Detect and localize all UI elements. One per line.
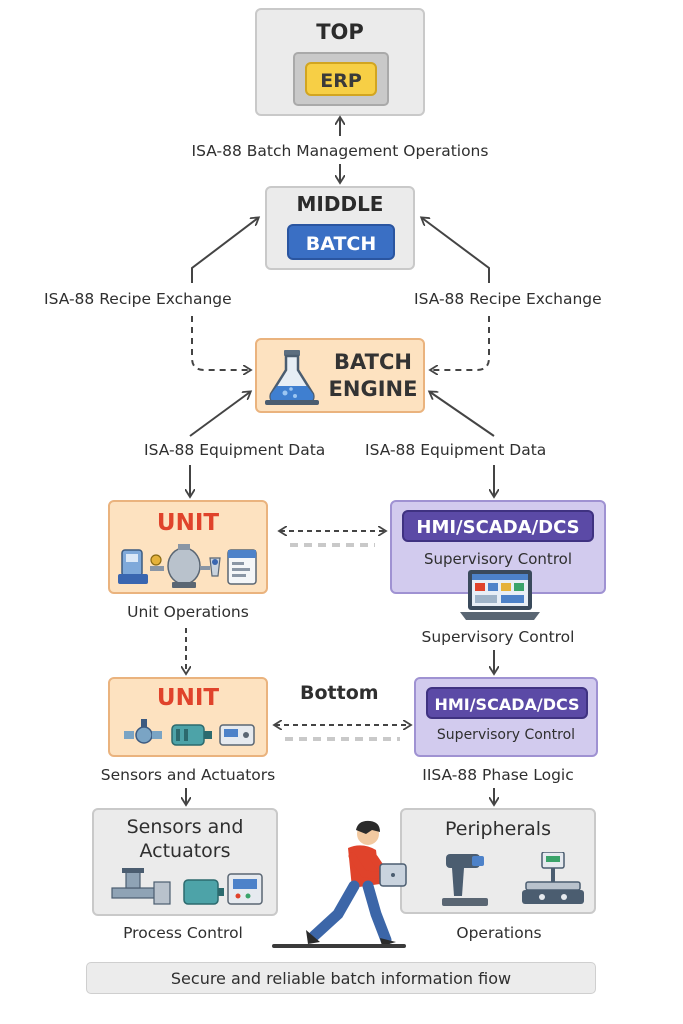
- process-control-label: Process Control: [123, 924, 243, 942]
- hmi-lower-subtitle: Supervisory Control: [436, 727, 576, 743]
- arrow-recipe-right-up: [422, 218, 490, 283]
- erp-frame: ERP: [293, 52, 389, 106]
- valve-motor-icon: [111, 868, 263, 905]
- batch-engine-box: BATCH ENGINE: [255, 338, 425, 413]
- laptop-icon: [460, 570, 540, 620]
- engine-label-line2: ENGINE: [328, 377, 418, 401]
- sensors-box-title-line1: Sensors and: [126, 816, 244, 838]
- batch-management-label: ISA-88 Batch Management Operations: [191, 142, 489, 160]
- operator-person-icon: [306, 820, 407, 946]
- sensors-box-title-line2: Actuators: [139, 840, 231, 862]
- arrow-equip-left-up: [189, 392, 250, 437]
- actuator-icon: [124, 719, 255, 746]
- unit-operations-label: Unit Operations: [127, 603, 249, 621]
- recipe-exchange-right-label: ISA-88 Recipe Exchange: [414, 290, 602, 308]
- flask-icon: [265, 350, 319, 405]
- equipment-icon: [118, 544, 257, 588]
- sensors-actuators-label: Sensors and Actuators: [100, 766, 276, 784]
- arrow-recipe-right-dashed: [431, 316, 490, 370]
- middle-layer-box: MIDDLE BATCH: [265, 186, 415, 270]
- scanner-icon: [442, 854, 488, 906]
- unit-upper-title: UNIT: [156, 510, 220, 536]
- hmi-box-lower: HMI/SCADA/DCS Supervisory Control: [414, 677, 598, 757]
- top-layer-title: TOP: [316, 20, 364, 44]
- hmi-box-upper: HMI/SCADA/DCS Supervisory Control: [390, 500, 606, 620]
- footer-text: Secure and reliable batch information fi…: [170, 969, 512, 988]
- hmi-upper-title: HMI/SCADA/DCS: [402, 510, 594, 542]
- equipment-data-right-label: ISA-88 Equipment Data: [365, 441, 547, 459]
- batch-label: BATCH: [287, 224, 395, 260]
- arrow-recipe-left-up: [191, 218, 258, 283]
- peripherals-title: Peripherals: [445, 818, 551, 840]
- supervisory-control-label: Supervisory Control: [421, 628, 575, 646]
- hmi-upper-subtitle: Supervisory Control: [423, 550, 572, 568]
- erp-label: ERP: [305, 62, 377, 96]
- footer-bar: Secure and reliable batch information fi…: [86, 962, 596, 994]
- unit-lower-title: UNIT: [156, 685, 220, 711]
- equipment-data-left-label: ISA-88 Equipment Data: [144, 441, 326, 459]
- scale-icon: [522, 852, 584, 904]
- top-layer-box: TOP ERP: [255, 8, 425, 116]
- recipe-exchange-left-label: ISA-88 Recipe Exchange: [44, 290, 232, 308]
- unit-box-lower: UNIT: [108, 677, 268, 757]
- operations-label: Operations: [456, 924, 542, 942]
- ground-line: [272, 944, 406, 948]
- arrow-equip-right-up: [430, 392, 495, 437]
- hmi-lower-title: HMI/SCADA/DCS: [426, 687, 588, 719]
- unit-box-upper: UNIT: [108, 500, 268, 594]
- phase-logic-label: IISA-88 Phase Logic: [422, 766, 574, 784]
- bottom-layer-label: Bottom: [300, 682, 379, 704]
- middle-layer-title: MIDDLE: [296, 192, 384, 216]
- peripherals-box: Peripherals: [400, 808, 596, 914]
- engine-label-line1: BATCH: [334, 350, 412, 374]
- arrow-recipe-left-dashed: [191, 316, 250, 370]
- sensors-actuators-box: Sensors and Actuators: [92, 808, 278, 916]
